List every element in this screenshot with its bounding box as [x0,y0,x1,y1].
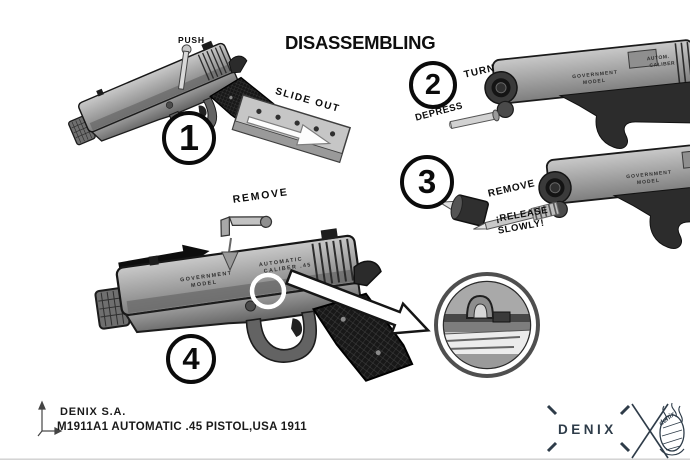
slide-stop-detail-view [434,272,540,378]
barrel-bushing-part [437,194,489,227]
step4-pistol-illustration: GOVERNMENT MODEL AUTOMATIC CALIBER .45 [89,219,415,418]
push-label: PUSH [178,35,205,45]
step2-number: 2 [424,68,442,101]
bottom-edge-line [0,458,690,460]
slide-stop-lever [220,215,273,237]
slide-out-arrow [246,115,332,146]
step1-number: 1 [178,117,200,158]
footer-company: DENIX S.A. [60,406,127,418]
slide-engraving: MODEL [191,279,218,289]
logo-crest: denix [658,402,685,456]
logo-crop-marks [546,404,631,453]
slide-stop-pin-arrow [221,237,239,272]
step1-number-badge: 1 [162,111,216,165]
logo-x-mark [631,403,669,459]
step4-number-badge: 4 [166,334,216,384]
step2-slide-assembly: GOVERNMENT MODEL AUTOM. CALIBER [481,38,690,163]
step3-number: 3 [417,163,437,200]
slide-engraving: CALIBER [649,60,675,69]
magazine-illustration [231,94,352,164]
footer-product: M1911A1 AUTOMATIC .45 PISTOL,USA 1911 [57,421,307,433]
detail-pointer-arrow [284,268,431,335]
logo-crest-script: denix [658,410,678,427]
axis-icon [37,400,63,437]
step3-number-badge: 3 [400,155,454,209]
highlight-circle [249,272,287,310]
slide-engraving: MODEL [583,78,607,86]
step2-number-badge: 2 [409,61,457,109]
slide-engraving: AUTOM. [647,54,670,62]
recoil-plug-rod [448,109,500,130]
push-pin-illustration [177,44,192,90]
slide-engraving: GOVERNMENT [572,69,618,80]
step3-slide-assembly: GOVERNMENT MODEL AUTOM. CALIBER [535,138,690,263]
page-title: DISASSEMBLING [285,32,436,53]
step4-number: 4 [182,341,200,376]
slide-engraving: MODEL [637,178,661,186]
logo-wordmark: DENIX [558,422,617,437]
slide-engraving: GOVERNMENT [626,169,672,180]
recoil-spring-guide [473,201,560,231]
